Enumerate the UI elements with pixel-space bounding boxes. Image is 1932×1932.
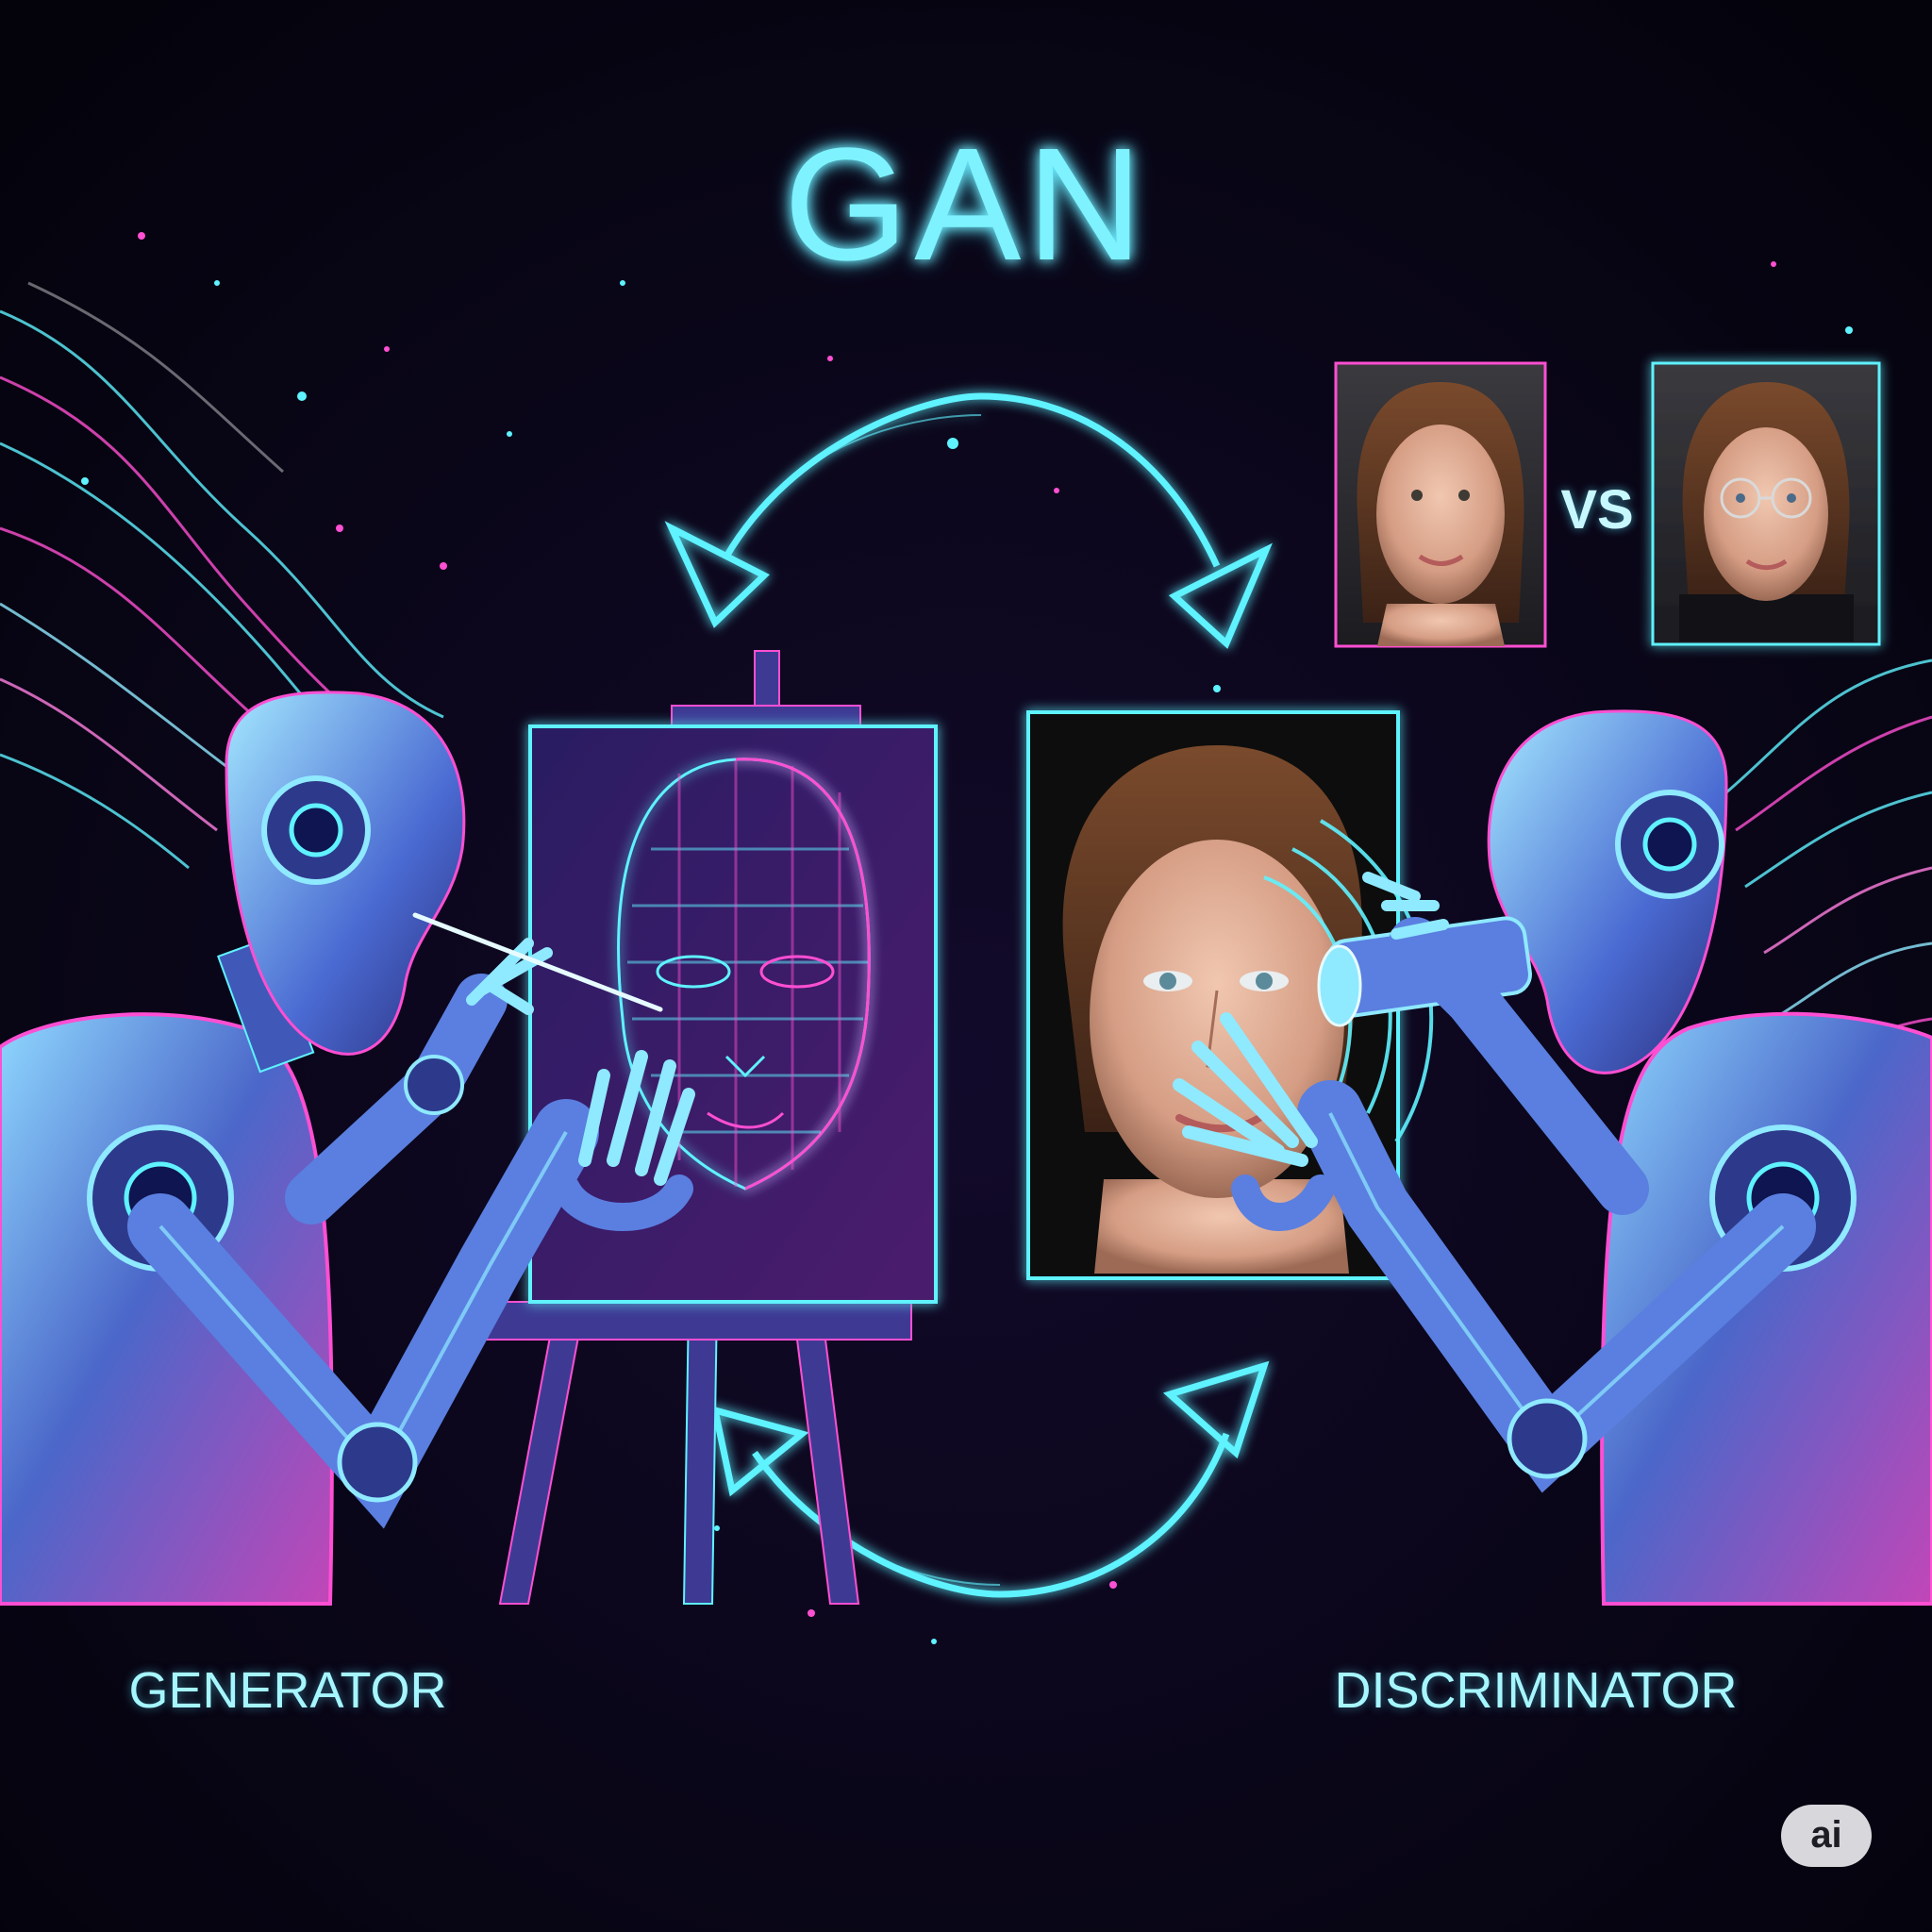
discriminator-hand-scope xyxy=(1362,872,1449,940)
ai-badge: ai xyxy=(1781,1805,1872,1867)
easel xyxy=(458,650,912,1605)
arrowhead-top-right xyxy=(1168,542,1273,649)
comparison-photo-right xyxy=(1651,361,1881,646)
woman-face xyxy=(1704,427,1828,601)
discriminator-robot xyxy=(1173,709,1932,1606)
bottom-arc-inner xyxy=(773,1480,1001,1586)
arrowhead-bottom-left xyxy=(710,1406,809,1497)
generator-hand-brush xyxy=(412,912,663,1015)
ai-badge-label: ai xyxy=(1810,1814,1841,1856)
title: GAN xyxy=(784,115,1148,294)
top-arc-inner xyxy=(744,414,982,529)
vs-label: VS xyxy=(1560,479,1633,541)
arrowhead-top-left xyxy=(664,521,770,628)
arrowhead-bottom-right xyxy=(1162,1360,1270,1459)
glasses-icon xyxy=(1720,477,1812,519)
discriminator-label: DISCRIMINATOR xyxy=(1334,1662,1737,1719)
comparison-photo-left xyxy=(1334,361,1547,648)
generator-hand-canvas xyxy=(552,1050,695,1231)
woman-face xyxy=(1376,425,1505,604)
discriminator-hand-face xyxy=(1173,1012,1335,1231)
generator-robot xyxy=(0,691,695,1606)
generator-label: GENERATOR xyxy=(128,1662,446,1719)
canvas-wireframe-face xyxy=(528,724,938,1304)
